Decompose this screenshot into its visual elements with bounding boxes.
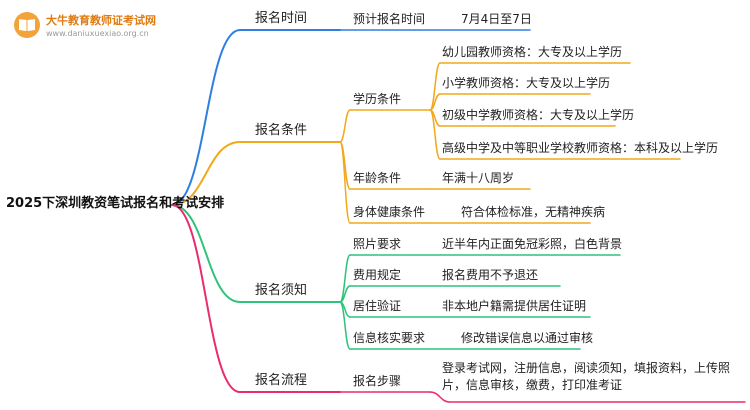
node-education: 学历条件 xyxy=(353,92,402,106)
node-fee: 费用规定 xyxy=(353,268,402,282)
branch-registration-notes: 报名须知 xyxy=(255,283,308,298)
leaf-senior: 高级中学及中等职业学校教师资格：本科及以上学历 xyxy=(442,141,719,155)
link-root-conditions xyxy=(171,141,241,206)
leaf-primary: 小学教师资格：大专及以上学历 xyxy=(442,76,611,90)
link-root-process xyxy=(171,204,241,393)
branch-registration-conditions: 报名条件 xyxy=(255,123,308,138)
link-cond-edu xyxy=(339,109,351,143)
node-expected-time: 预计报名时间 xyxy=(353,12,426,26)
book-icon xyxy=(14,12,40,38)
link-cond-health xyxy=(339,141,351,224)
leaf-date: 7月4日至7日 xyxy=(461,12,532,26)
underline-steps-leaf xyxy=(429,391,746,403)
node-verify: 信息核实要求 xyxy=(353,331,426,345)
link-edu-kg xyxy=(429,62,441,111)
logo-url: www.daniuxuexiao.org.cn xyxy=(46,29,149,38)
node-residence: 居住验证 xyxy=(353,299,402,313)
link-root-notes xyxy=(171,204,241,303)
site-logo: 大牛教育教师证考试网 www.daniuxuexiao.org.cn xyxy=(14,10,164,44)
link-root-time xyxy=(171,29,241,206)
node-health: 身体健康条件 xyxy=(353,205,426,219)
logo-name: 大牛教育教师证考试网 xyxy=(46,14,156,27)
leaf-steps: 登录考试网，注册信息，阅读须知，填报资料，上传照片，信息审核，缴费，打印准考证 xyxy=(442,361,731,392)
leaf-verify: 修改错误信息以通过审核 xyxy=(461,331,594,345)
branch-registration-time: 报名时间 xyxy=(255,11,308,26)
leaf-age: 年满十八周岁 xyxy=(442,171,515,185)
leaf-residence: 非本地户籍需提供居住证明 xyxy=(442,299,587,313)
link-notes-verify xyxy=(339,301,351,350)
leaf-health: 符合体检标准，无精神疾病 xyxy=(461,205,606,219)
link-edu-senior xyxy=(429,109,441,160)
leaf-kindergarten: 幼儿园教师资格：大专及以上学历 xyxy=(442,45,623,59)
branch-registration-process: 报名流程 xyxy=(255,373,308,388)
leaf-photo: 近半年内正面免冠彩照，白色背景 xyxy=(442,237,623,251)
root-topic: 2025下深圳教资笔试报名和考试安排 xyxy=(6,196,225,211)
node-age: 年龄条件 xyxy=(353,171,402,185)
node-steps: 报名步骤 xyxy=(353,374,402,388)
link-notes-photo xyxy=(339,254,351,303)
node-photo: 照片要求 xyxy=(353,237,402,251)
leaf-junior: 初级中学教师资格：大专及以上学历 xyxy=(442,108,635,122)
leaf-fee: 报名费用不予退还 xyxy=(442,268,539,282)
